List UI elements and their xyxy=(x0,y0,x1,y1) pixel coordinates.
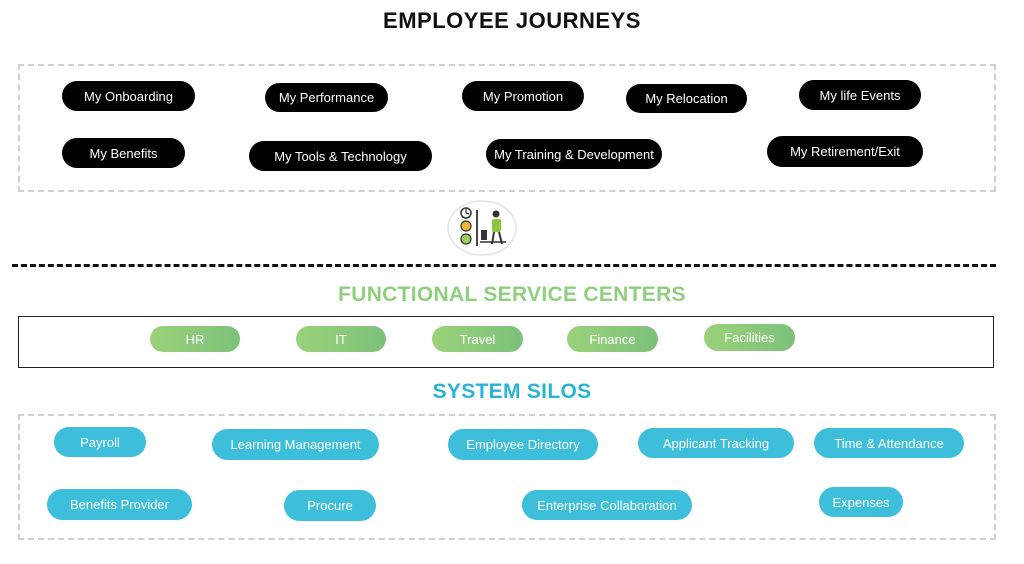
employee-desk-dashboard-icon xyxy=(447,200,517,256)
journey-pill-tools-technology[interactable]: My Tools & Technology xyxy=(249,141,432,171)
journey-pill-retirement-exit[interactable]: My Retirement/Exit xyxy=(767,136,923,167)
silo-pill-procure[interactable]: Procure xyxy=(284,490,376,521)
silo-pill-learning-management[interactable]: Learning Management xyxy=(212,429,379,460)
system-silos-title: SYSTEM SILOS xyxy=(432,380,592,403)
journey-pill-training-development[interactable]: My Training & Development xyxy=(486,139,662,169)
journeys-container xyxy=(18,64,996,192)
silo-pill-employee-directory[interactable]: Employee Directory xyxy=(448,429,598,460)
section-divider xyxy=(12,264,996,267)
center-pill-travel[interactable]: Travel xyxy=(432,326,523,352)
silo-pill-payroll[interactable]: Payroll xyxy=(54,427,146,457)
journey-pill-onboarding[interactable]: My Onboarding xyxy=(62,81,195,111)
journey-pill-benefits[interactable]: My Benefits xyxy=(62,138,185,168)
journey-pill-performance[interactable]: My Performance xyxy=(265,83,388,112)
center-pill-facilities[interactable]: Facilities xyxy=(704,324,795,351)
silos-container xyxy=(18,414,996,540)
silo-pill-expenses[interactable]: Expenses xyxy=(819,487,903,517)
journey-pill-relocation[interactable]: My Relocation xyxy=(626,84,747,113)
journey-pill-life-events[interactable]: My life Events xyxy=(799,80,921,110)
center-pill-finance[interactable]: Finance xyxy=(567,326,658,352)
silo-pill-applicant-tracking[interactable]: Applicant Tracking xyxy=(638,428,794,458)
silo-pill-enterprise-collaboration[interactable]: Enterprise Collaboration xyxy=(522,490,692,520)
silo-pill-benefits-provider[interactable]: Benefits Provider xyxy=(47,489,192,520)
functional-service-centers-title: FUNCTIONAL SERVICE CENTERS xyxy=(338,283,686,306)
service-centers-container xyxy=(18,316,994,368)
center-pill-hr[interactable]: HR xyxy=(150,326,240,352)
silo-pill-time-attendance[interactable]: Time & Attendance xyxy=(814,428,964,458)
center-pill-it[interactable]: IT xyxy=(296,326,386,352)
employee-journeys-title: EMPLOYEE JOURNEYS xyxy=(383,8,641,33)
journey-pill-promotion[interactable]: My Promotion xyxy=(462,81,584,111)
